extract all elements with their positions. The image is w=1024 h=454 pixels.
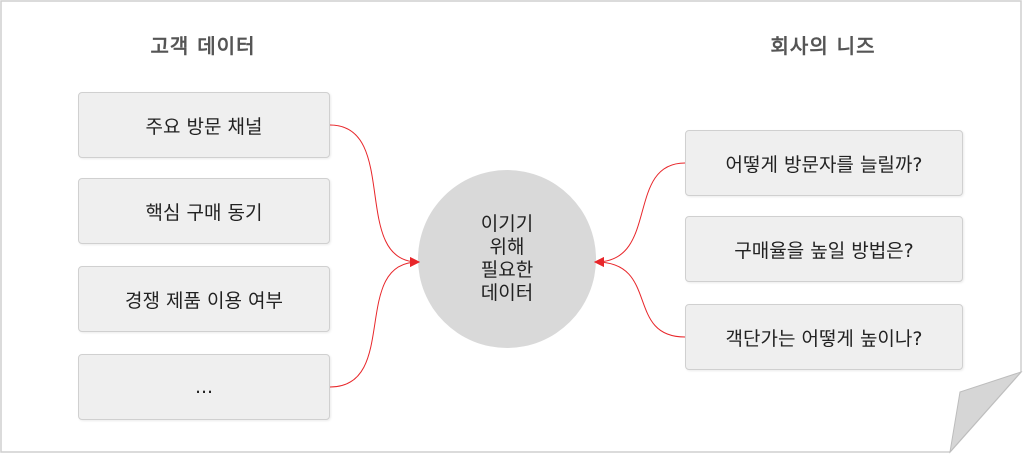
need-item-raise-conversion: 구매율을 높일 방법은?: [685, 216, 963, 282]
hub-line-4: 데이터: [480, 282, 534, 304]
page-curl: [949, 370, 1023, 454]
customer-item-visit-channel: 주요 방문 채널: [78, 92, 330, 158]
customer-item-competitor-usage: 경쟁 제품 이용 여부: [78, 266, 330, 332]
need-item-raise-order-value: 객단가는 어떻게 높이나?: [685, 304, 963, 370]
hub-line-1: 이기기: [480, 213, 534, 235]
customer-data-heading: 고객 데이터: [150, 34, 256, 58]
center-hub: 이기기 위해 필요한 데이터: [418, 170, 596, 348]
customer-item-purchase-motive: 핵심 구매 동기: [78, 178, 330, 244]
hub-line-2: 위해: [489, 236, 525, 258]
customer-item-more: ...: [78, 354, 330, 420]
hub-line-3: 필요한: [480, 259, 534, 281]
need-item-increase-visitors: 어떻게 방문자를 늘릴까?: [685, 130, 963, 196]
company-needs-heading: 회사의 니즈: [770, 34, 876, 58]
